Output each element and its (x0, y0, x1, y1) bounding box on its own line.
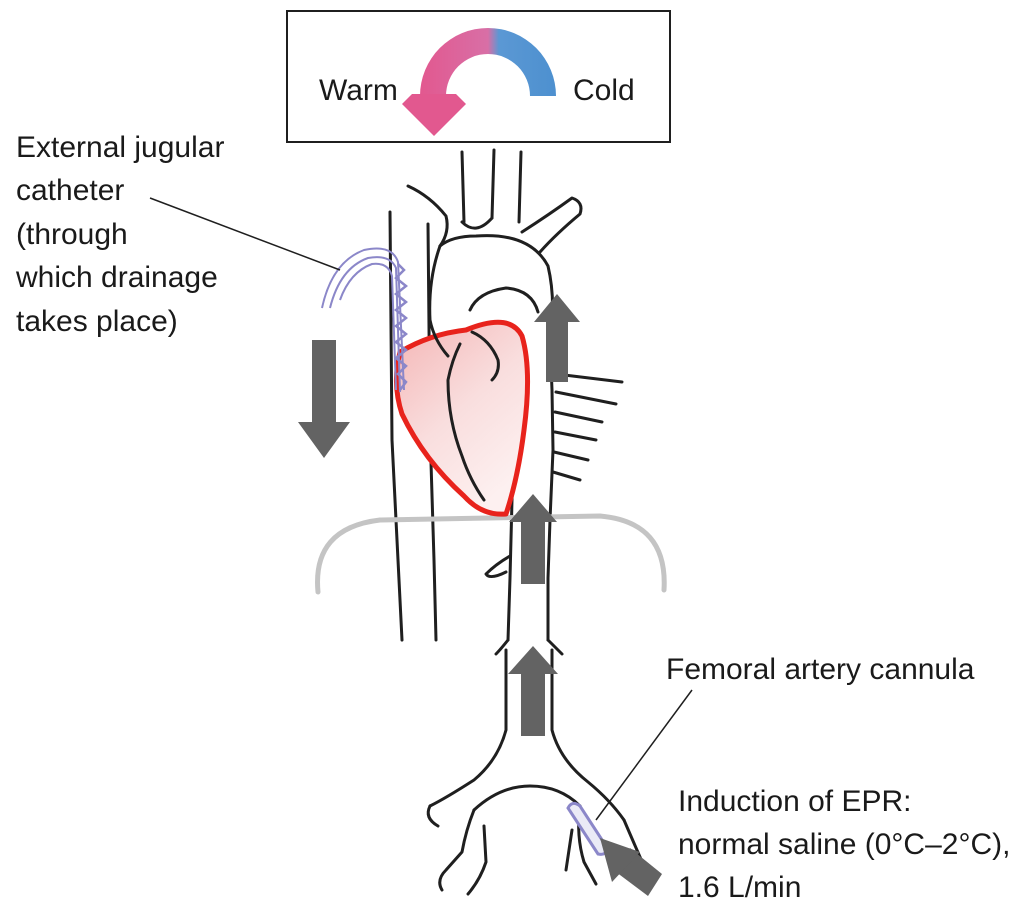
iliac-bifurcation (474, 786, 580, 810)
left-iliac-inner (468, 826, 486, 894)
carotid-line-2 (492, 150, 494, 218)
carotid-fork (462, 218, 492, 228)
jugular-label-line-2: catheter (16, 174, 124, 207)
femoral-cannula (568, 803, 606, 854)
left-iliac-tip (428, 806, 438, 826)
right-iliac-stub (566, 830, 572, 870)
induction-label-line-2: normal saline (0°C–2°C), (678, 828, 1010, 861)
induction-label-line-1: Induction of EPR: (678, 785, 911, 818)
intercostal-5 (554, 452, 588, 460)
intercostal-3 (555, 412, 602, 422)
jugular-label: External jugular catheter (through which… (15, 131, 224, 338)
left-iliac-outer (440, 810, 474, 890)
abdominal-right-notch (548, 640, 562, 654)
cold-label: Cold (573, 74, 635, 107)
induction-label: Induction of EPR: normal saline (0°C–2°C… (678, 785, 1010, 904)
celiac-branch (486, 556, 510, 577)
induction-label-line-3: 1.6 L/min (678, 871, 801, 904)
cannula-body (568, 803, 606, 854)
femoral-artery-label: Femoral artery cannula (666, 653, 975, 686)
jugular-label-line-1: External jugular (16, 131, 224, 164)
warm-label: Warm (319, 74, 398, 107)
right-branch-stub (522, 198, 581, 252)
intercostal-6 (553, 472, 580, 480)
heart (396, 246, 527, 514)
temperature-legend: Warm Cold (287, 11, 670, 142)
aortic-arch-up-arrow (534, 294, 580, 382)
heart-outline (396, 322, 527, 514)
jugular-label-line-5: takes place) (16, 305, 178, 338)
carotid-line-3 (519, 152, 521, 222)
intercostal-4 (555, 432, 596, 440)
venous-down-arrow (298, 340, 350, 458)
jugular-leader-line (150, 198, 340, 270)
aortic-arch-inner (470, 288, 538, 312)
jugular-label-line-4: which drainage (15, 261, 218, 294)
catheter-strand-3 (340, 264, 396, 390)
descending-aorta-right (548, 340, 553, 640)
jugular-label-line-3: (through (16, 218, 128, 251)
carotid-line-1 (462, 152, 464, 222)
abdominal-aorta-left (430, 650, 506, 806)
intercostal-2 (556, 392, 616, 404)
diaphragm-curve (318, 516, 665, 592)
